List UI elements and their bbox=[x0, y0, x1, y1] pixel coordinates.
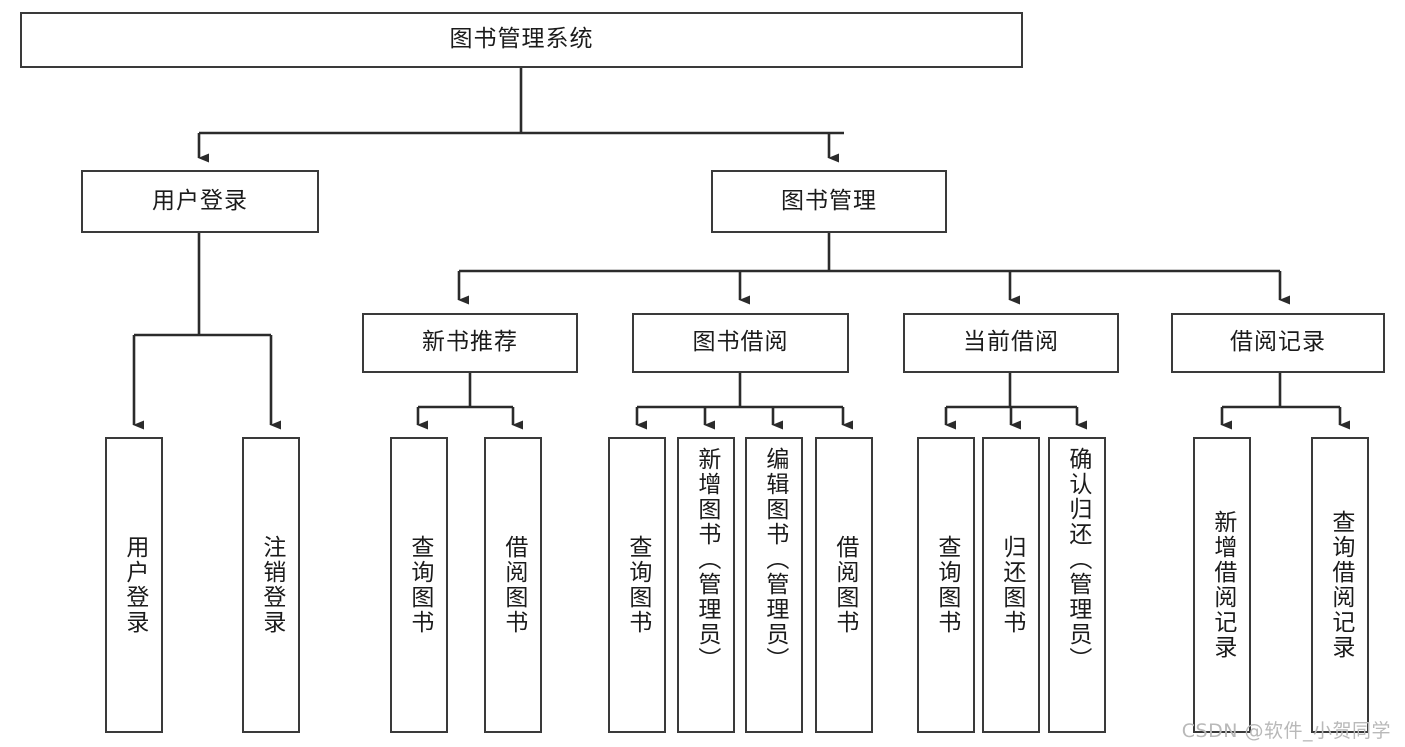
node-book-manage-label: 图书管理 bbox=[781, 187, 877, 214]
node-root[interactable]: 图书管理系统 bbox=[20, 12, 1023, 68]
node-leaf-query-book-3-label: 查询图书 bbox=[933, 535, 960, 635]
node-leaf-query-record[interactable]: 查询借阅记录 bbox=[1311, 437, 1369, 733]
watermark-text: CSDN @软件_小贺同学 bbox=[1181, 720, 1391, 742]
node-leaf-return-book[interactable]: 归还图书 bbox=[982, 437, 1040, 733]
node-book-borrow-label: 图书借阅 bbox=[692, 329, 789, 356]
node-leaf-user-login[interactable]: 用户登录 bbox=[105, 437, 163, 733]
node-borrow-record-label: 借阅记录 bbox=[1230, 329, 1326, 356]
node-leaf-add-record[interactable]: 新增借阅记录 bbox=[1193, 437, 1251, 733]
node-leaf-query-book-1[interactable]: 查询图书 bbox=[390, 437, 448, 733]
node-leaf-logout[interactable]: 注销登录 bbox=[242, 437, 300, 733]
node-leaf-borrow-book-2-label: 借阅图书 bbox=[831, 535, 858, 635]
node-new-book-rec[interactable]: 新书推荐 bbox=[362, 313, 578, 373]
node-borrow-record[interactable]: 借阅记录 bbox=[1171, 313, 1385, 373]
node-book-borrow[interactable]: 图书借阅 bbox=[632, 313, 849, 373]
node-leaf-borrow-book-1[interactable]: 借阅图书 bbox=[484, 437, 542, 733]
node-leaf-borrow-book-1-label: 借阅图书 bbox=[500, 535, 527, 635]
node-leaf-borrow-book-2[interactable]: 借阅图书 bbox=[815, 437, 873, 733]
node-current-borrow-label: 当前借阅 bbox=[963, 329, 1059, 356]
node-leaf-add-book[interactable]: 新增图书（管理员） bbox=[677, 437, 735, 733]
node-leaf-query-record-label: 查询借阅记录 bbox=[1327, 510, 1354, 660]
node-leaf-query-book-2-label: 查询图书 bbox=[624, 535, 651, 635]
node-leaf-confirm-return[interactable]: 确认归还（管理员） bbox=[1048, 437, 1106, 733]
node-leaf-logout-label: 注销登录 bbox=[258, 535, 285, 635]
node-root-label: 图书管理系统 bbox=[449, 26, 594, 53]
node-leaf-add-book-label: 新增图书（管理员） bbox=[693, 447, 720, 672]
node-book-manage[interactable]: 图书管理 bbox=[711, 170, 947, 233]
node-leaf-query-book-2[interactable]: 查询图书 bbox=[608, 437, 666, 733]
node-leaf-edit-book[interactable]: 编辑图书（管理员） bbox=[745, 437, 803, 733]
node-current-borrow[interactable]: 当前借阅 bbox=[903, 313, 1119, 373]
node-user-login[interactable]: 用户登录 bbox=[81, 170, 319, 233]
node-leaf-query-book-1-label: 查询图书 bbox=[406, 535, 433, 635]
node-leaf-query-book-3[interactable]: 查询图书 bbox=[917, 437, 975, 733]
node-leaf-add-record-label: 新增借阅记录 bbox=[1209, 510, 1236, 660]
node-new-book-rec-label: 新书推荐 bbox=[422, 329, 518, 356]
node-leaf-user-login-label: 用户登录 bbox=[121, 535, 148, 635]
node-user-login-label: 用户登录 bbox=[152, 187, 248, 214]
node-leaf-return-book-label: 归还图书 bbox=[998, 535, 1025, 635]
node-leaf-edit-book-label: 编辑图书（管理员） bbox=[761, 447, 788, 672]
node-leaf-confirm-return-label: 确认归还（管理员） bbox=[1064, 447, 1091, 672]
